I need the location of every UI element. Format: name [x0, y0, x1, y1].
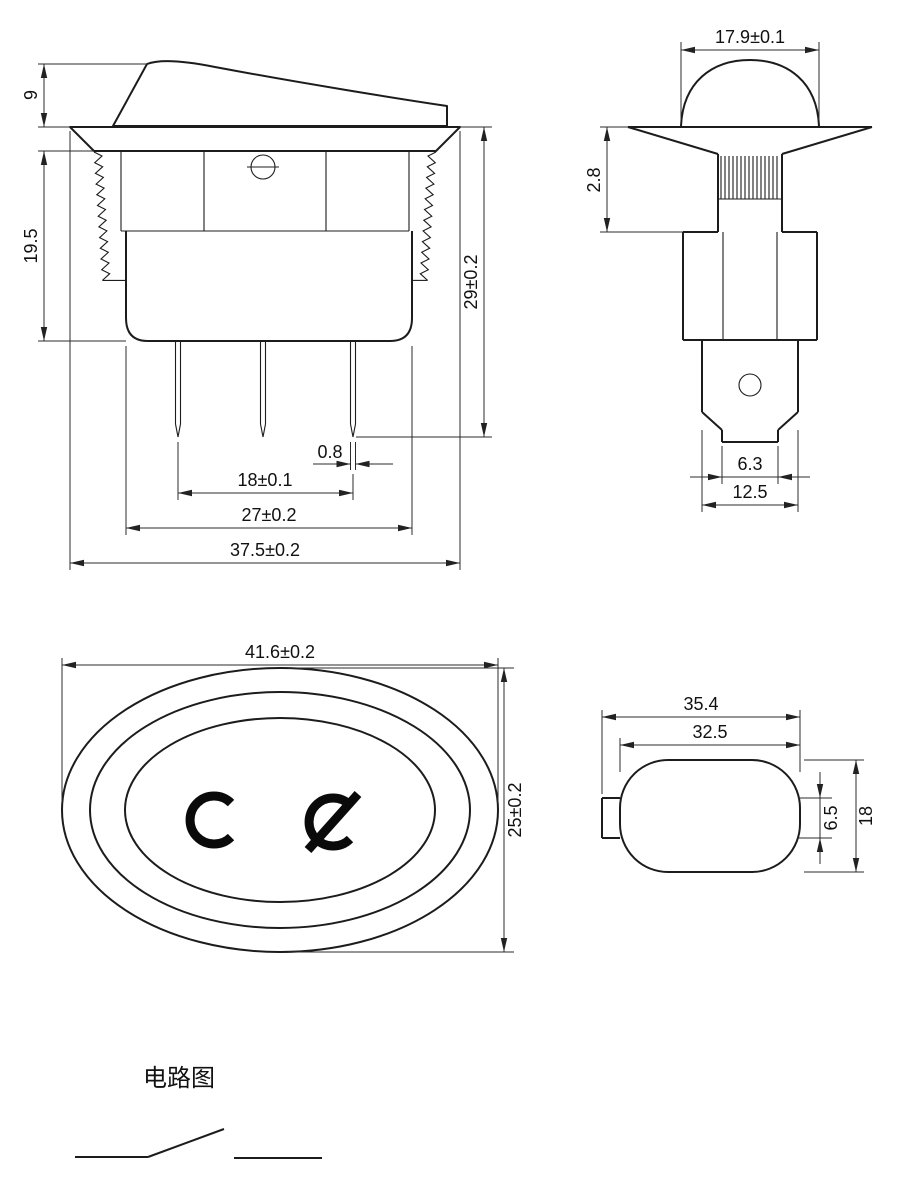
dim-body-height-label: 19.5: [21, 228, 41, 263]
dim-body-width: 27±0.2: [125, 346, 413, 535]
spst-switch-symbol: [75, 1128, 322, 1159]
terminal-pin: [259, 341, 267, 438]
circuit-diagram: 电路图: [75, 1065, 322, 1159]
dim-terminal-width: 6.3: [690, 446, 810, 484]
dim-cutout-height: 18: [804, 759, 876, 873]
terminal-pin: [349, 341, 357, 438]
dim-total-height-label: 29±0.2: [461, 255, 481, 310]
power-on-crossed-symbol: [304, 791, 362, 853]
dim-body-height: 19.5: [21, 150, 126, 342]
dim-body-width-label: 27±0.2: [242, 505, 297, 525]
dim-bezel-length: 41.6±0.2: [61, 642, 499, 803]
rocker-dome: [680, 59, 820, 127]
dim-bezel-width: 25±0.2: [288, 667, 525, 953]
bezel-inner-ellipse: [89, 691, 471, 929]
side-view: 17.9±0.1 2.8 6.3 12.5: [584, 27, 873, 512]
dim-total-height: 29±0.2: [356, 126, 492, 438]
dim-pin-thickness: 0.8: [313, 442, 393, 470]
dim-body-depth: 12.5: [701, 430, 799, 512]
dim-body-depth-label: 12.5: [732, 482, 767, 502]
dim-terminal-width-label: 6.3: [737, 454, 762, 474]
dim-outer-width-label: 35.4: [683, 694, 718, 714]
dim-flange-thickness: 2.8: [584, 126, 683, 233]
terminal-block: [701, 340, 799, 443]
lower-housing: [125, 231, 413, 342]
dim-bezel-length-label: 41.6±0.2: [245, 642, 315, 662]
circuit-diagram-label: 电路图: [143, 1065, 215, 1092]
rocker-actuator: [112, 60, 448, 127]
mounting-flange: [69, 126, 461, 152]
dim-rocker-height-label: 9: [21, 90, 41, 100]
dim-tab-height-label: 6.5: [821, 805, 841, 830]
neck-serration: [718, 156, 782, 200]
rocker-face-ellipse: [124, 717, 436, 903]
dim-flange-width-label: 37.5±0.2: [230, 540, 300, 560]
dim-pin-pitch: 18±0.1: [177, 442, 354, 500]
serrated-wall-left: [93, 151, 111, 281]
cutout-capsule: [619, 759, 801, 873]
terminal-hole: [738, 373, 762, 397]
panel-cutout-view: 35.4 32.5 6.5 18: [601, 694, 876, 873]
dim-cutout-height-label: 18: [856, 806, 876, 826]
dim-pin-pitch-label: 18±0.1: [238, 470, 293, 490]
front-view: 9 19.5 29±0.2 0.8 18±0.1: [21, 60, 492, 570]
dim-flange-thickness-label: 2.8: [584, 167, 604, 192]
terminal-pin: [174, 341, 182, 438]
dim-rocker-width: 17.9±0.1: [680, 27, 820, 120]
bezel-outer-ellipse: [61, 667, 499, 953]
dim-cutout-width: 32.5: [619, 722, 800, 772]
top-view: 41.6±0.2 25±0.2: [61, 642, 525, 953]
serrated-wall-right: [419, 151, 437, 281]
dim-rocker-width-label: 17.9±0.1: [715, 27, 785, 47]
dim-bezel-width-label: 25±0.2: [505, 783, 525, 838]
dim-cutout-width-label: 32.5: [692, 722, 727, 742]
dim-pin-thickness-label: 0.8: [317, 442, 342, 462]
dim-tab-height: 6.5: [798, 772, 841, 864]
cutout-key-tab: [601, 797, 620, 839]
dim-flange-width: 37.5±0.2: [69, 131, 461, 570]
power-off-symbol: [185, 791, 235, 849]
dim-rocker-height: 9: [21, 63, 147, 128]
dim-outer-width: 35.4: [601, 694, 801, 794]
